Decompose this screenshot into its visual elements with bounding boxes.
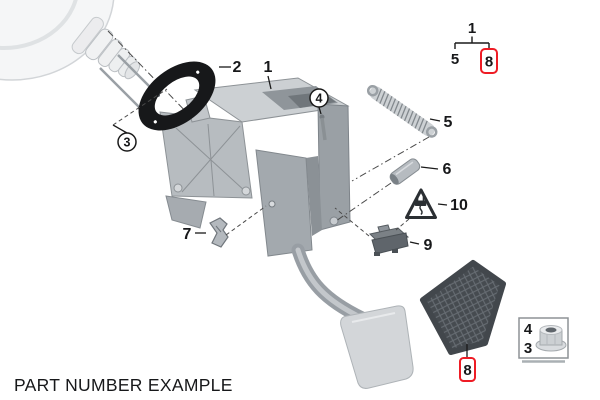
- callout-2: 2: [219, 59, 242, 76]
- part-number-tree: 1 5 8: [451, 20, 498, 74]
- callout-3: 3: [112, 88, 168, 152]
- callout-10: 10: [437, 197, 468, 214]
- callout-5-label: 5: [444, 114, 453, 131]
- tree-highlighted-callout-8[interactable]: 8: [480, 48, 498, 74]
- inset-bottom-label: 3: [524, 340, 532, 357]
- bushing-sleeve: [389, 158, 421, 185]
- callout-5: 5: [429, 114, 453, 131]
- hardware-inset-box: 4 3: [518, 317, 569, 363]
- footer-caption: PART NUMBER EXAMPLE: [14, 375, 233, 395]
- inset-top-label: 4: [524, 321, 533, 338]
- callout-1: 1: [264, 59, 273, 90]
- callout-9: 9: [409, 237, 433, 254]
- stop-light-switch: [368, 224, 410, 256]
- assembly-axis-line: [107, 30, 193, 119]
- pedal-arm: [291, 243, 369, 325]
- callout-9-label: 9: [424, 237, 433, 254]
- callout-2-label: 2: [233, 59, 242, 76]
- sleeve-axis-line: [335, 182, 392, 222]
- callout-4-label: 4: [316, 92, 323, 106]
- tree-right-label: 8: [485, 54, 493, 71]
- rubber-pedal-pad: [420, 260, 506, 355]
- spring-axis-line: [351, 136, 430, 182]
- callout-10-label: 10: [450, 197, 468, 214]
- tree-parent-label: 1: [468, 20, 476, 37]
- callout-7: 7: [183, 226, 206, 243]
- pedal-plate: [340, 305, 414, 389]
- callout-8-label: 8: [463, 362, 471, 379]
- highlight-box: [459, 357, 476, 382]
- callout-6: 6: [420, 161, 452, 178]
- retaining-clip: [209, 217, 229, 248]
- tree-left-label: 5: [451, 51, 459, 68]
- return-spring: [366, 84, 438, 138]
- flange-nut: [535, 325, 567, 352]
- gasket-seal: [138, 61, 216, 131]
- callout-7-label: 7: [183, 226, 192, 243]
- switch-guide-line: [334, 207, 370, 237]
- callout-4: 4: [309, 88, 329, 141]
- clip-guide-line: [225, 205, 267, 236]
- callout-3-label: 3: [124, 136, 131, 150]
- brake-booster: [0, 0, 141, 81]
- callout-1-label: 1: [264, 59, 273, 76]
- highlighted-callout-8[interactable]: 8: [459, 357, 476, 382]
- highlight-box: [480, 48, 498, 74]
- callout-6-label: 6: [443, 161, 452, 178]
- electrical-warning-icon: [405, 188, 437, 219]
- triangle-guide-line: [395, 218, 410, 231]
